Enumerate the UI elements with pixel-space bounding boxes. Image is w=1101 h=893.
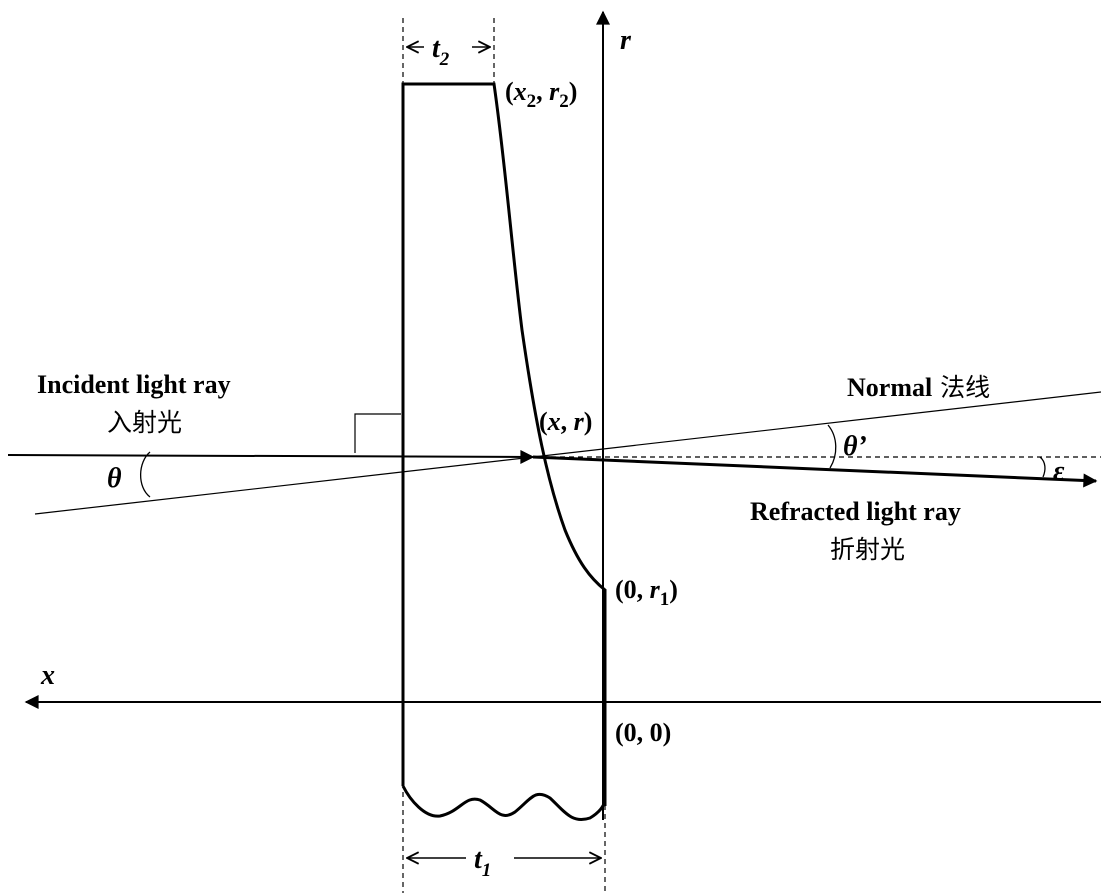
normal-label: Normal 法线: [847, 373, 990, 402]
refracted-ray-label: Refracted light ray: [750, 497, 961, 526]
theta-label: θ: [107, 463, 122, 494]
incident-ray: [7, 449, 535, 464]
incident-ray-label: Incident light ray: [37, 370, 231, 399]
x-axis-label: x: [40, 660, 55, 691]
theta-prime-label: θ’: [843, 431, 867, 462]
r-axis-label: r: [620, 25, 632, 56]
dashed-guides: [402, 18, 1101, 893]
refracted-ray: [532, 455, 1098, 488]
lens-profile: [401, 82, 607, 806]
t1-label: t1: [474, 844, 491, 881]
point-x-r-label: (x, r): [539, 407, 592, 436]
incident-ray-label-cn: 入射光: [107, 408, 182, 437]
theta-prime-arc: [827, 424, 837, 469]
refracted-ray-label-cn: 折射光: [830, 535, 905, 564]
t2-label: t2: [432, 33, 450, 70]
origin-label: (0, 0): [615, 718, 671, 747]
epsilon-arc: [1039, 456, 1046, 478]
point-x2-r2-label: (x2, r2): [505, 77, 577, 112]
right-angle-marker: [354, 413, 401, 453]
point-0-r1-label: (0, r1): [615, 575, 678, 610]
epsilon-label: ε: [1053, 456, 1065, 487]
lens-break-edge: [401, 785, 607, 821]
theta-arc: [139, 451, 151, 498]
normal-line: [34, 391, 1101, 515]
